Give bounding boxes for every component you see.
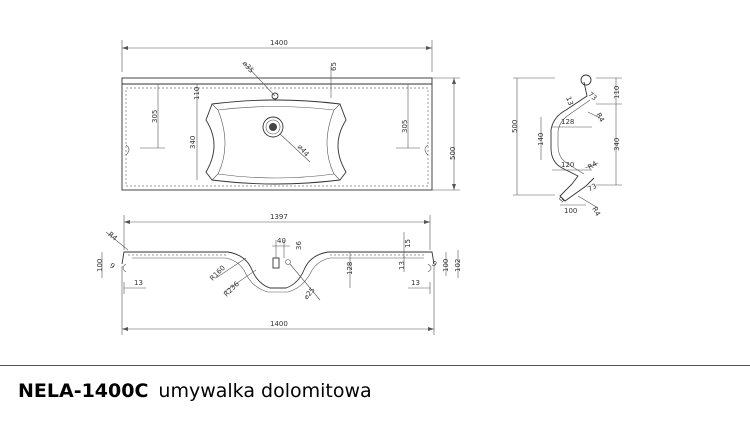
side-d9: 9 <box>558 195 566 204</box>
front-left-angle: 9 <box>108 262 116 271</box>
side-height-right: 110 <box>613 86 621 99</box>
front-r160: R160 <box>208 264 227 283</box>
side-d73-bottom: 73 <box>587 182 599 193</box>
front-right-102: 102 <box>454 259 462 272</box>
hole-offset-label: 65 <box>330 62 338 71</box>
front-top-width-label: 1397 <box>270 213 288 221</box>
top-view: 1400 ⌀35 65 110 340 305 305 <box>121 39 460 191</box>
side-r-bottom: R4 <box>590 206 602 219</box>
front-right-offset: 13 <box>411 279 420 287</box>
side-bottom-width: 100 <box>564 207 577 215</box>
side-r-mid: R4 <box>587 160 600 172</box>
front-bowl-height: 128 <box>346 262 354 275</box>
caption: NELA-1400C umywalka dolomitowa <box>18 380 372 402</box>
front-d40: 40 <box>277 237 286 245</box>
top-drain <box>262 116 284 138</box>
side-bowl-top-label: 128 <box>561 118 574 126</box>
side-right-label: 305 <box>401 120 409 133</box>
technical-drawing: 1400 ⌀35 65 110 340 305 305 <box>96 39 622 335</box>
front-bottom-width-label: 1400 <box>270 320 288 328</box>
front-lip-15: 15 <box>404 239 412 248</box>
side-view: 500 140 128 120 R4 R4 R4 13 73 73 9 100 <box>511 74 622 219</box>
side-r-top: R4 <box>594 112 606 125</box>
side-d13: 13 <box>564 95 575 106</box>
bowl-offset-label: 110 <box>193 87 201 100</box>
front-left-height: 100 <box>96 259 104 272</box>
product-code: NELA-1400C <box>18 380 149 402</box>
front-right-angle: 9 <box>430 260 438 269</box>
product-description: umywalka dolomitowa <box>158 380 372 402</box>
drain-diameter-label: ⌀44 <box>296 143 311 159</box>
top-bowl <box>205 99 347 185</box>
front-profile <box>121 251 435 289</box>
front-lip-13: 13 <box>398 261 406 270</box>
front-view: 1397 R4 100 9 13 R160 R236 40 36 ⌀25 12 <box>96 213 462 335</box>
top-width-label: 1400 <box>270 39 288 47</box>
front-d36: 36 <box>295 241 303 250</box>
side-bowl-depth-label: 140 <box>537 133 545 146</box>
side-d73-top: 73 <box>586 90 598 102</box>
top-outline <box>121 77 433 191</box>
bowl-depth-label: 340 <box>189 136 197 149</box>
side-profile <box>550 81 595 202</box>
caption-divider <box>0 365 750 366</box>
side-bowl-bottom-label: 120 <box>561 161 574 169</box>
top-depth-label: 500 <box>449 147 457 160</box>
side-left-label: 305 <box>151 110 159 123</box>
front-right-100: 100 <box>442 259 450 272</box>
front-drain-diameter: ⌀25 <box>302 286 317 301</box>
front-left-offset: 13 <box>134 279 143 287</box>
side-bowl-depth-right: 340 <box>613 138 621 151</box>
tap-hole <box>271 92 279 100</box>
side-depth-label: 500 <box>511 120 519 133</box>
